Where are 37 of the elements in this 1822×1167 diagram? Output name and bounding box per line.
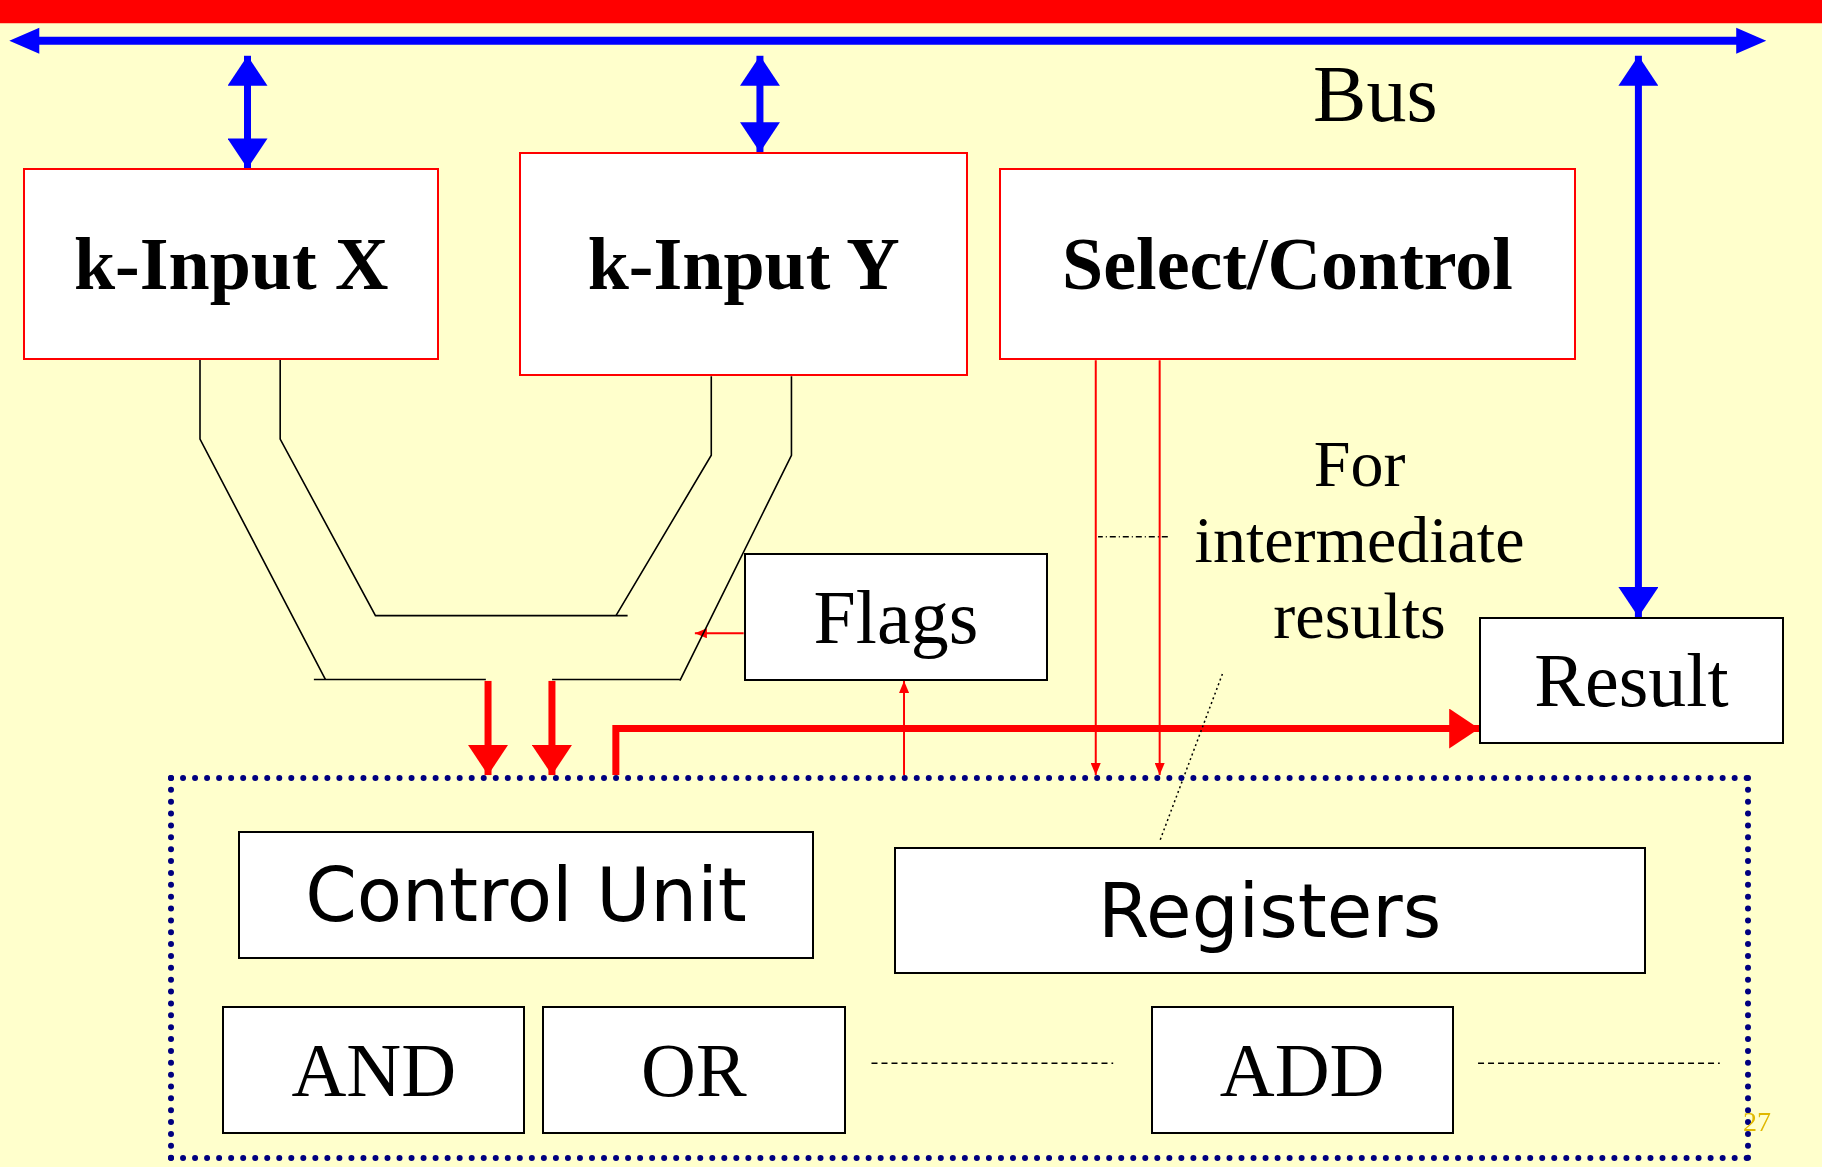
arrow bbox=[227, 55, 268, 169]
arrow bbox=[468, 680, 509, 776]
bus-label: Bus bbox=[1313, 48, 1438, 140]
box-label: OR bbox=[641, 1026, 747, 1114]
box-label: Select/Control bbox=[1062, 221, 1513, 307]
box-label: Flags bbox=[813, 573, 979, 661]
box-label: Control Unit bbox=[305, 851, 747, 938]
arrow bbox=[1154, 359, 1165, 777]
box-label: k-Input Y bbox=[587, 221, 900, 307]
arrow bbox=[739, 55, 780, 153]
unit-box bbox=[222, 1006, 526, 1135]
input-box bbox=[23, 168, 440, 361]
box-label: ADD bbox=[1219, 1026, 1385, 1114]
box-label: Result bbox=[1534, 636, 1729, 724]
unit-box bbox=[1479, 617, 1784, 744]
input-box bbox=[519, 152, 968, 377]
leader-line bbox=[1158, 673, 1224, 843]
page-number: 27 bbox=[1743, 1106, 1771, 1139]
box-label: Registers bbox=[1098, 867, 1442, 954]
unit-box bbox=[743, 553, 1049, 681]
arrow bbox=[693, 628, 745, 639]
input-box bbox=[999, 168, 1576, 361]
unit-box bbox=[238, 831, 814, 959]
annotation-text: For intermediate results bbox=[1193, 426, 1526, 655]
leader-line bbox=[1097, 536, 1169, 538]
channel-drawing bbox=[199, 360, 792, 681]
arrow bbox=[612, 708, 1480, 776]
unit-box bbox=[893, 847, 1646, 974]
unit-box bbox=[541, 1006, 847, 1135]
box-label: AND bbox=[291, 1026, 457, 1114]
arrow bbox=[531, 680, 572, 776]
arrow bbox=[899, 679, 910, 777]
bus-bar bbox=[0, 0, 1822, 56]
unit-box bbox=[1150, 1006, 1454, 1135]
arrow bbox=[1090, 359, 1101, 777]
box-label: k-Input X bbox=[73, 221, 389, 307]
arrow bbox=[1618, 55, 1659, 617]
